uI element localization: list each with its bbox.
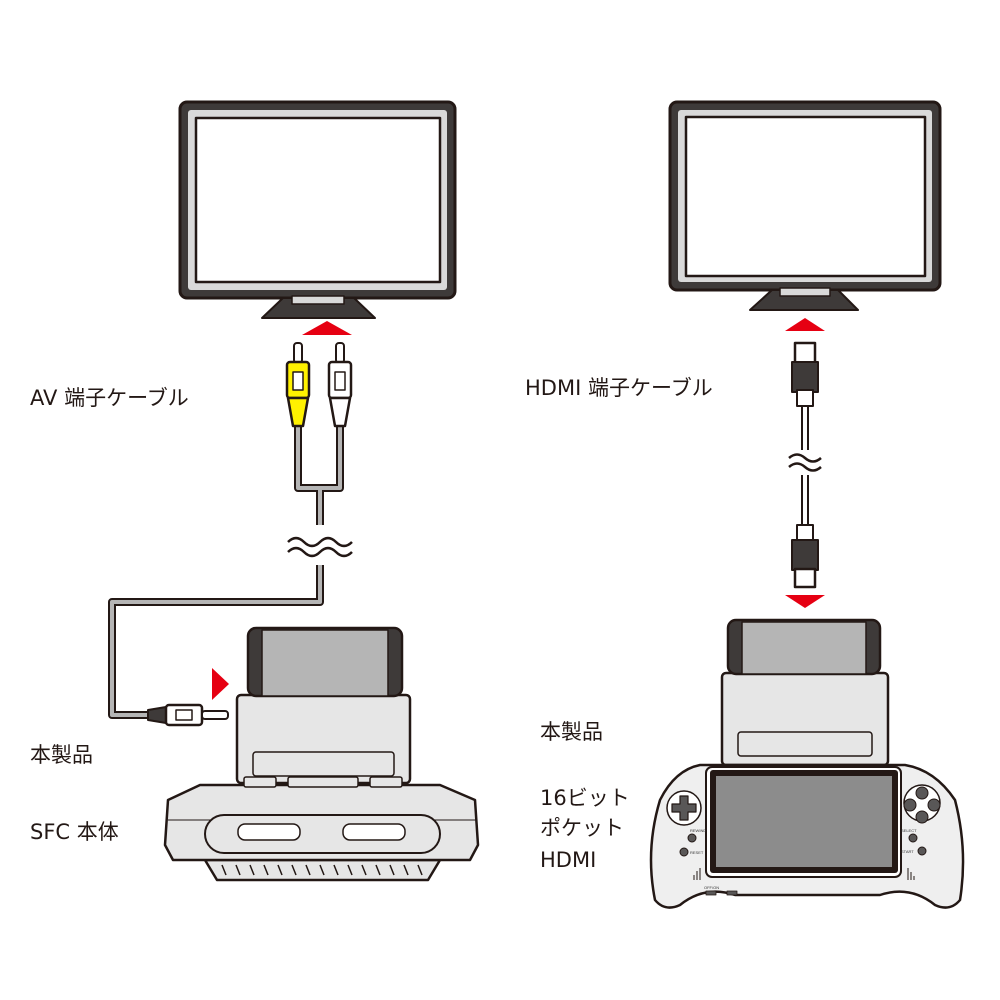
rca-plug-white [327,342,353,428]
product-adapter-right [720,618,890,767]
product-adapter-left [235,626,412,788]
hdmi-plug-top [791,341,819,407]
power-label: OFF/ON [704,885,719,890]
arrow-down-right [785,595,825,608]
product-label-left: 本製品 [30,743,93,767]
handheld-label-line2: ポケット [540,816,624,840]
mini-jack-plug [147,703,229,727]
hdmi-cable-label: HDMI 端子ケーブル [525,376,713,400]
arrow-up-right [785,318,825,331]
product-label-right: 本製品 [540,720,603,744]
arrow-right-left [212,668,229,700]
sfc-console [163,783,480,882]
sfc-console-label: SFC 本体 [30,820,119,844]
rewind-label: REWIND [690,828,706,833]
hdmi-cable [788,405,822,525]
av-cable [108,425,353,719]
handheld-label-line1: 16ビット [540,786,630,810]
av-cable-label: AV 端子ケーブル [30,386,189,410]
arrow-up-left [302,321,352,335]
tv-right [668,100,942,311]
select-label: SELECT [901,828,917,833]
reset-label: RESET [690,850,704,855]
handheld-console: REWIND RESET SELECT START OFF/ON [649,763,965,909]
tv-left [178,100,457,319]
rca-plug-yellow [285,342,311,428]
handheld-label-line3: HDMI [540,848,597,872]
hdmi-plug-bottom [791,524,819,589]
start-label: START [901,849,914,854]
